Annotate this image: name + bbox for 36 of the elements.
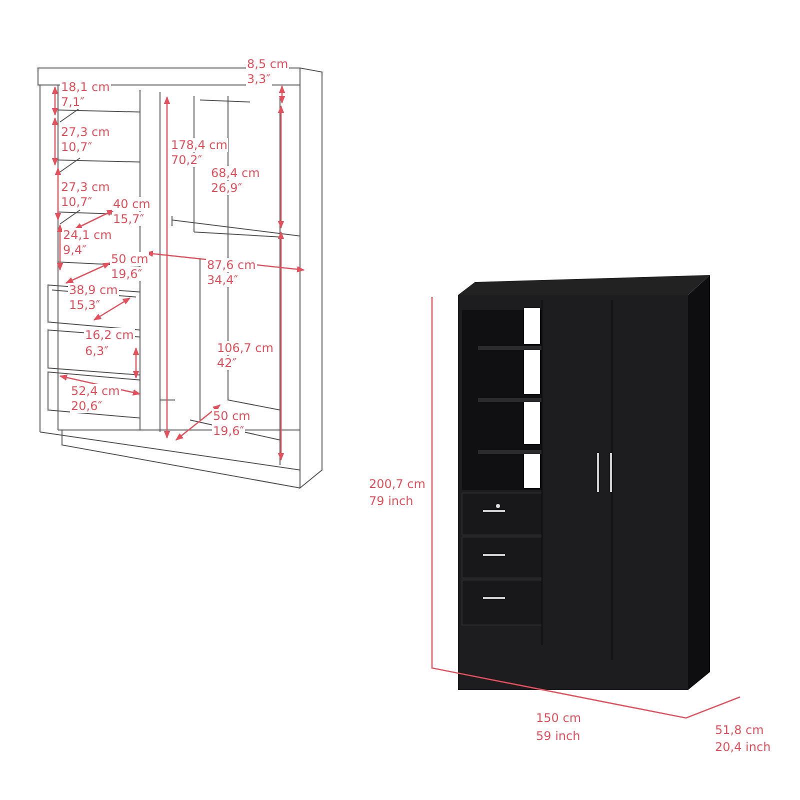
dimension-label: 10,7″ <box>60 140 94 154</box>
dimension-label: 15,3″ <box>68 298 102 312</box>
dimension-label: 7,1″ <box>60 95 86 109</box>
dimension-label: 59 inch <box>535 729 582 743</box>
dimension-label: 42″ <box>216 356 238 370</box>
dimension-label: 20,6″ <box>70 399 104 413</box>
dimension-label: 38,9 cm <box>68 283 119 297</box>
dimension-label: 10,7″ <box>60 195 94 209</box>
dimension-label: 20,4 inch <box>714 740 772 754</box>
dimension-label: 106,7 cm <box>216 341 274 355</box>
dimension-label: 50 cm <box>110 252 150 266</box>
dimension-label: 70,2″ <box>170 153 204 167</box>
dimension-label: 6,3″ <box>84 344 110 358</box>
dimension-label: 52,4 cm <box>70 384 121 398</box>
dimension-label: 3,3″ <box>246 72 272 86</box>
dimension-label: 50 cm <box>212 409 252 423</box>
dimension-label: 19,6″ <box>212 424 246 438</box>
dimension-label: 40 cm <box>112 197 152 211</box>
dimension-label: 87,6 cm <box>206 258 257 272</box>
dimension-label: 18,1 cm <box>60 80 111 94</box>
dimension-label: 26,9″ <box>210 181 244 195</box>
dimension-label: 34,4″ <box>206 273 240 287</box>
dimension-label: 19,6″ <box>110 267 144 281</box>
dimension-label: 15,7″ <box>112 212 146 226</box>
dimension-label: 9,4″ <box>62 243 88 257</box>
dimension-label: 51,8 cm <box>714 723 765 737</box>
dimension-label: 178,4 cm <box>170 138 228 152</box>
dimension-label: 8,5 cm <box>246 57 290 71</box>
dimension-label: 27,3 cm <box>60 125 111 139</box>
dimension-label: 150 cm <box>535 711 582 725</box>
dimension-label: 79 inch <box>368 494 414 508</box>
dimension-label: 27,3 cm <box>60 180 111 194</box>
dimension-label: 200,7 cm <box>368 477 426 491</box>
dimension-label: 68,4 cm <box>210 166 261 180</box>
dimension-label: 24,1 cm <box>62 228 113 242</box>
dimension-label: 16,2 cm <box>84 328 135 342</box>
